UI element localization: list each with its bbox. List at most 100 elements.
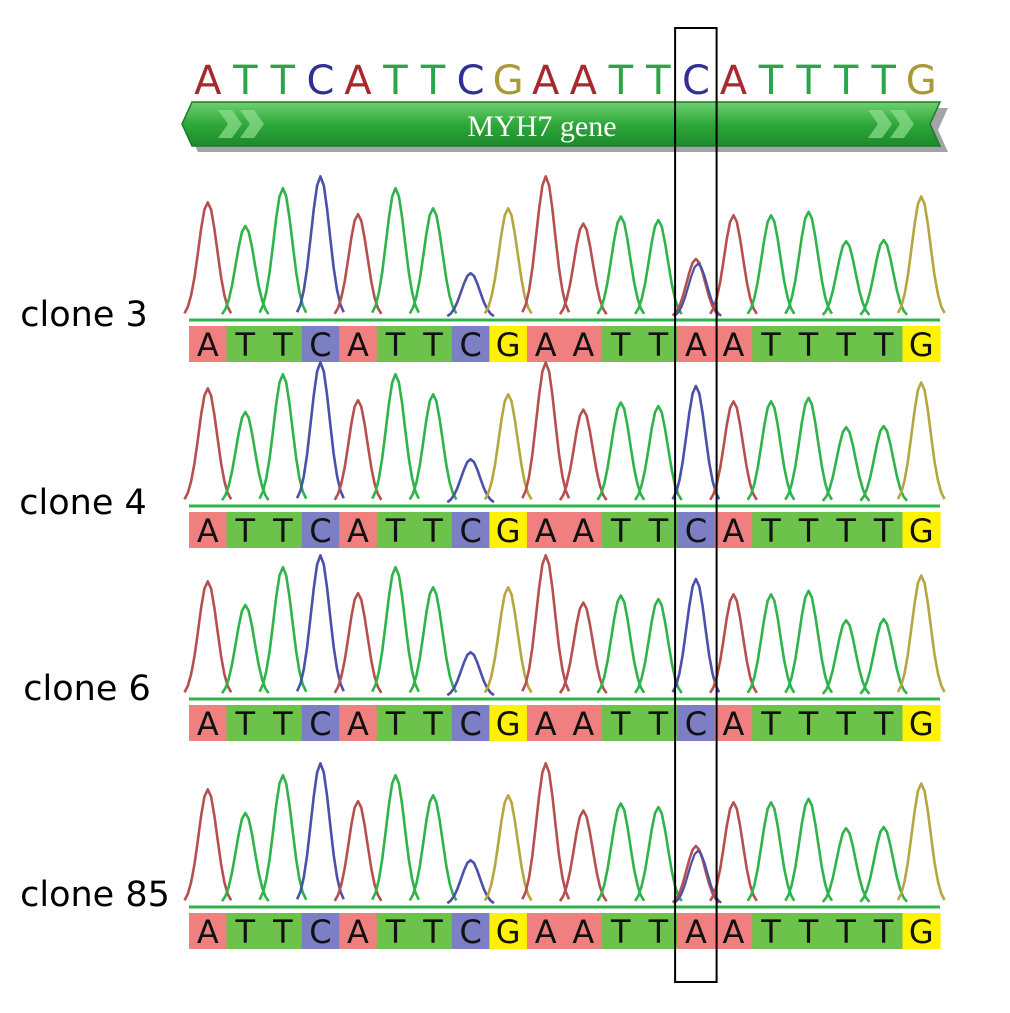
trace-peak-4 [295, 554, 345, 692]
base-call-letter-5: A [347, 512, 369, 550]
base-call-box-18 [827, 913, 866, 949]
trace-peak-4 [295, 175, 345, 313]
base-call-letter-9: G [496, 512, 521, 550]
trace-peak-7 [408, 207, 458, 315]
base-call-box-3 [264, 913, 303, 949]
base-call-box-17 [789, 705, 828, 741]
base-call-letter-2: T [235, 512, 256, 550]
variant-highlight-box [674, 27, 718, 983]
trace-peak-7 [408, 392, 458, 501]
base-call-box-13 [639, 326, 678, 362]
base-call-box-6 [376, 913, 415, 949]
base-call-box-13 [639, 512, 678, 548]
trace-peak-7 [408, 585, 458, 694]
trace-peak-6 [371, 186, 420, 314]
base-call-box-4 [301, 705, 340, 741]
trace-peak-1 [183, 201, 233, 314]
reference-base-16: T [758, 58, 784, 104]
trace-peak-19 [859, 617, 909, 695]
base-call-box-8 [451, 705, 490, 741]
base-call-letter-17: T [798, 512, 819, 550]
base-call-letter-12: T [610, 512, 631, 550]
base-call-box-7 [414, 705, 453, 741]
base-call-box-15 [714, 326, 753, 362]
base-call-letter-6: T [385, 913, 406, 951]
base-call-letter-8: C [459, 705, 481, 743]
base-call-box-14 [677, 705, 716, 741]
base-call-box-9 [489, 512, 528, 548]
base-call-box-7 [414, 512, 453, 548]
base-call-letter-5: A [347, 705, 369, 743]
reference-base-4: C [306, 58, 334, 104]
trace-peak-6 [371, 372, 420, 500]
base-call-letter-15: A [723, 326, 745, 364]
reference-base-20: G [906, 58, 937, 104]
base-call-box-14 [677, 326, 716, 362]
base-call-box-14 [677, 913, 716, 949]
trace-peak-12 [596, 594, 646, 694]
base-call-letter-7: T [422, 913, 443, 951]
reference-base-11: A [570, 58, 598, 104]
trace-peak-14 [671, 384, 721, 500]
base-call-box-15 [714, 913, 753, 949]
base-call-letter-12: T [610, 326, 631, 364]
base-call-box-8 [451, 326, 490, 362]
clone-label: clone 85 [20, 875, 170, 915]
base-call-box-18 [827, 326, 866, 362]
base-call-box-17 [789, 512, 828, 548]
trace-peak-12 [596, 802, 646, 902]
base-call-box-7 [414, 913, 453, 949]
base-call-box-1 [189, 326, 228, 362]
base-call-letter-1: A [197, 705, 219, 743]
base-call-box-5 [339, 913, 378, 949]
base-call-box-20 [902, 512, 941, 548]
base-call-letter-16: T [760, 913, 781, 951]
base-call-box-16 [752, 512, 791, 548]
trace-peak-5 [333, 212, 383, 315]
base-call-box-10 [526, 913, 566, 949]
trace-peak-10 [521, 554, 571, 692]
base-call-box-1 [189, 705, 228, 741]
reference-base-3: T [270, 58, 296, 104]
trace-peak-10 [521, 175, 571, 313]
trace-peak-12 [596, 401, 646, 501]
base-call-letter-17: T [798, 326, 819, 364]
base-call-box-8 [451, 913, 490, 949]
trace-peak-20 [896, 195, 946, 314]
base-call-letter-19: T [873, 913, 894, 951]
reference-base-8: C [457, 58, 485, 104]
base-call-letter-14: C [685, 705, 707, 743]
trace-peak-11 [558, 222, 608, 315]
base-call-letter-1: A [197, 326, 219, 364]
trace-peak-5 [333, 799, 383, 902]
base-call-box-9 [489, 913, 528, 949]
base-call-letter-20: G [909, 705, 934, 743]
trace-peak-14 [671, 844, 721, 904]
base-call-letter-8: C [459, 913, 481, 951]
base-call-letter-16: T [760, 512, 781, 550]
trace-peak-2 [220, 410, 270, 501]
trace-peak-3 [258, 186, 308, 314]
base-call-letter-19: T [873, 326, 894, 364]
trace-peak-13 [633, 597, 683, 694]
base-call-box-12 [602, 913, 641, 949]
trace-peak-2 [220, 224, 270, 315]
base-call-letter-14: A [685, 326, 707, 364]
base-call-box-17 [789, 326, 828, 362]
trace-peak-18 [821, 240, 871, 316]
base-call-box-20 [902, 913, 941, 949]
base-call-letter-2: T [235, 913, 256, 951]
reference-base-17: T [795, 58, 821, 104]
base-call-letter-14: C [685, 512, 707, 550]
reference-base-10: A [532, 58, 560, 104]
base-call-box-3 [264, 512, 303, 548]
base-call-letter-13: T [648, 512, 669, 550]
base-call-letter-13: T [648, 913, 669, 951]
clone-label: clone 3 [20, 295, 148, 335]
trace-peak-15 [709, 800, 758, 902]
base-call-box-7 [414, 326, 453, 362]
trace-peak-18 [821, 618, 871, 695]
base-call-box-19 [864, 913, 904, 949]
trace-peak-10 [521, 361, 571, 499]
base-call-box-19 [864, 326, 904, 362]
